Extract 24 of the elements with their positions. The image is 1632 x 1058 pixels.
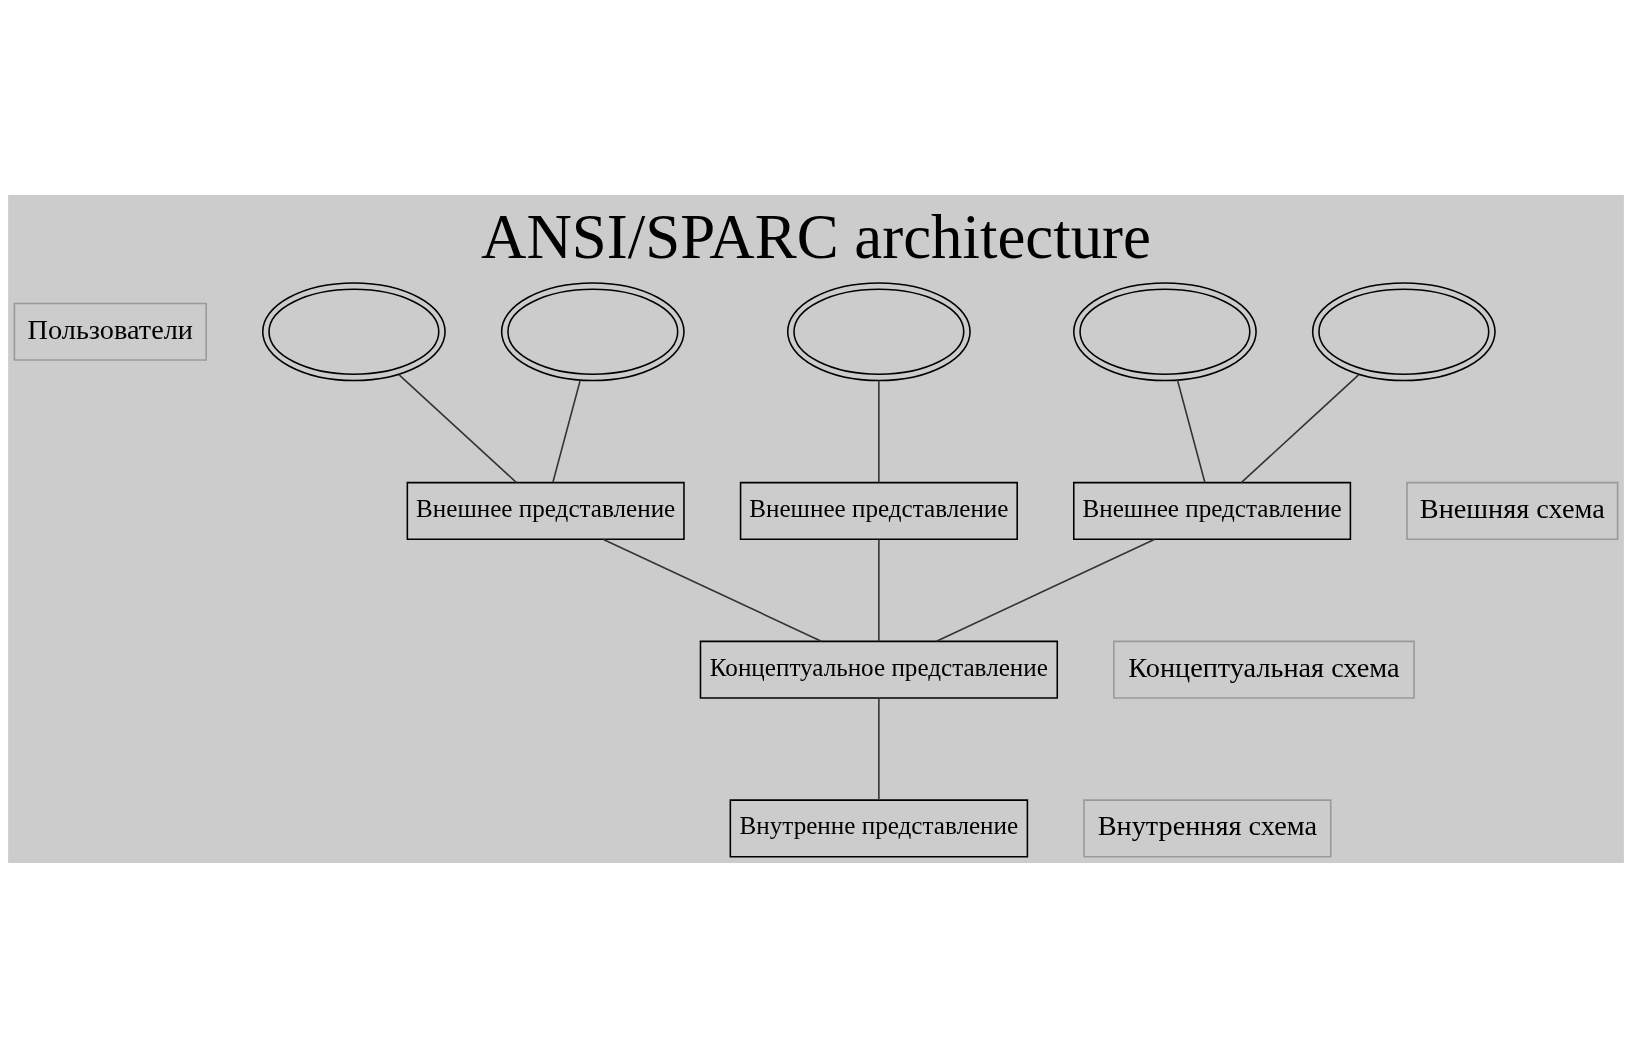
node-box: Внешняя схема: [1406, 481, 1619, 540]
connector: [878, 538, 880, 643]
node-box: Внутренне представление: [729, 799, 1029, 858]
connector: [1240, 373, 1360, 484]
connector: [398, 373, 518, 484]
node-box: Внешнее представление: [1073, 481, 1352, 540]
node-box: Пользователи: [13, 302, 207, 361]
node-box: Концептуальное представление: [699, 640, 1059, 699]
connector: [935, 538, 1156, 642]
connector: [878, 379, 880, 484]
node-ellipse: [1311, 282, 1496, 382]
connector: [552, 379, 582, 483]
connector: [1176, 379, 1206, 483]
node-ellipse: [261, 282, 446, 382]
node-box: Концептуальная схема: [1113, 640, 1415, 699]
node-box: Внутренняя схема: [1083, 799, 1332, 858]
node-ellipse: [1073, 282, 1257, 382]
connector: [602, 538, 822, 642]
node-ellipse: [786, 282, 971, 382]
connector: [878, 697, 880, 801]
node-box: Внешнее представление: [406, 481, 685, 540]
node-box: Внешнее представление: [739, 481, 1018, 540]
diagram-title: ANSI/SPARC architecture: [481, 201, 1151, 272]
node-ellipse: [500, 282, 685, 382]
